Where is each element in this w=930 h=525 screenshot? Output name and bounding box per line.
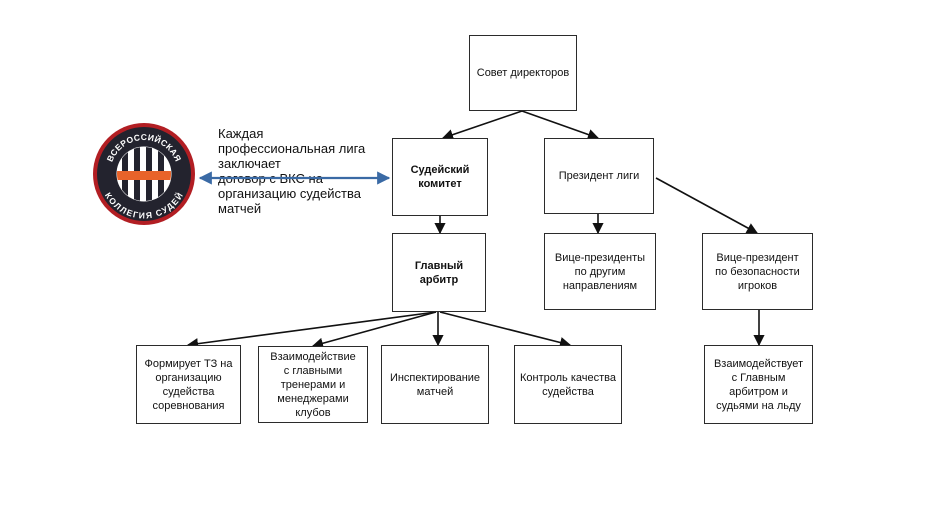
node-inspection: Инспектирование матчей bbox=[381, 345, 489, 424]
node-forms-tz: Формирует ТЗ на организацию судейства со… bbox=[136, 345, 241, 424]
node-quality-control: Контроль качества судейства bbox=[514, 345, 622, 424]
node-chief-referee: Главный арбитр bbox=[392, 233, 486, 312]
arrow-chief-to-tz bbox=[186, 311, 437, 350]
arrow-board-to-committee bbox=[441, 110, 523, 141]
node-interaction-coaches: Взаимодействие с главными тренерами и ме… bbox=[258, 346, 368, 423]
node-vp-other-directions: Вице-президенты по другим направлениям bbox=[544, 233, 656, 310]
node-board-of-directors: Совет директоров bbox=[469, 35, 577, 111]
node-interaction-referees: Взаимодействует с Главным арбитром и суд… bbox=[704, 345, 813, 424]
arrow-board-to-president bbox=[521, 110, 600, 140]
node-referee-committee: Судейский комитет bbox=[392, 138, 488, 216]
arrow-chief-to-quality bbox=[439, 311, 572, 348]
logo-stripes bbox=[117, 147, 171, 201]
arrow-chief-to-clubs bbox=[311, 311, 437, 349]
node-league-president: Президент лиги bbox=[544, 138, 654, 214]
vks-logo: ВСЕРОССИЙСКАЯ КОЛЛЕГИЯ СУДЕЙ bbox=[93, 123, 195, 225]
node-vp-player-safety: Вице-президент по безопасности игроков bbox=[702, 233, 813, 310]
arrow-president-to-vp-safety bbox=[655, 177, 758, 234]
